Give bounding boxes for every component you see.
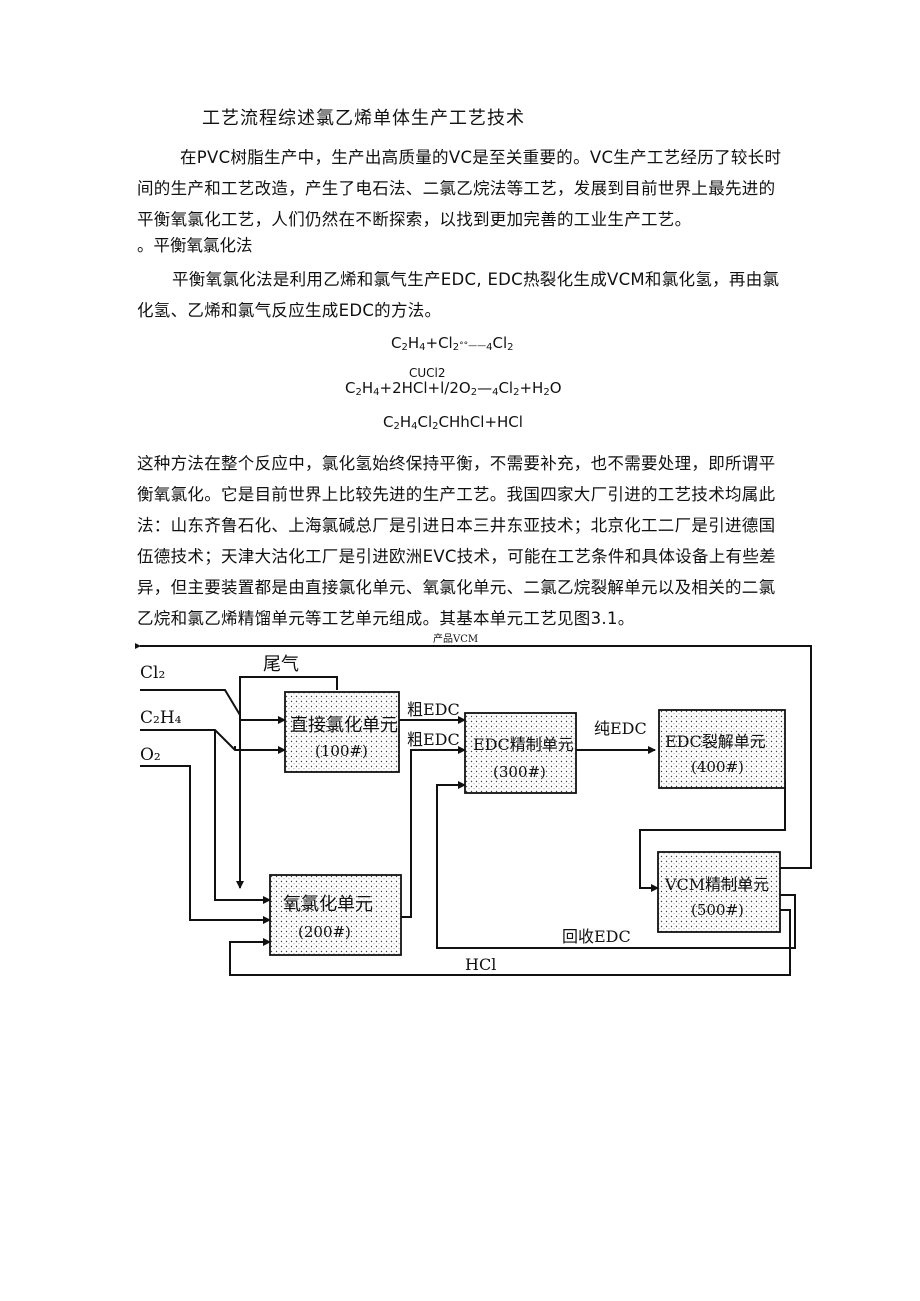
- crude-edc-label-1: 粗EDC: [407, 700, 460, 719]
- document-title: 工艺流程综述氯乙烯单体生产工艺技术: [202, 108, 525, 129]
- unit-box-edc-refining: [464, 712, 577, 794]
- unit-code-vcm-refining: (500#): [691, 901, 744, 919]
- tail-gas-label: 尾气: [263, 654, 299, 675]
- unit-name-edc-refining: EDC精制单元: [473, 735, 574, 754]
- method-description: 平衡氧氯化法是利用乙烯和氯气生产EDC, EDC热裂化生成VCM和氯化氢，再由氯…: [137, 270, 780, 320]
- process-flow-diagram: 产品VCM Cl₂ C₂H₄ O₂ 尾气 直接氯化单元 (100#) EDC精制…: [135, 632, 812, 976]
- catalyst-label: CUCl2: [409, 366, 446, 380]
- unit-name-direct-chlorination: 直接氯化单元: [290, 715, 398, 736]
- recycle-edc-label: 回收EDC: [562, 927, 631, 946]
- unit-box-edc-cracking: [658, 709, 786, 789]
- pure-edc-label: 纯EDC: [594, 719, 647, 738]
- product-vcm-line: [140, 645, 812, 869]
- unit-box-oxychlorination: [269, 874, 402, 956]
- unit-name-vcm-refining: VCM精制单元: [664, 875, 769, 894]
- input-cl2-label: Cl₂: [140, 663, 165, 683]
- unit-box-vcm-refining: [657, 851, 781, 933]
- unit-code-edc-cracking: (400#): [691, 758, 744, 776]
- closing-paragraph: 这种方法在整个反应中，氯化氢始终保持平衡，不需要补充，也不需要处理，即所谓平衡氧…: [137, 454, 776, 628]
- unit-box-direct-chlorination: [284, 691, 400, 773]
- input-c2h4-label: C₂H₄: [140, 708, 182, 728]
- product-vcm-label: 产品VCM: [433, 632, 478, 645]
- intro-paragraph: 在PVC树脂生产中，生产出高质量的VC是至关重要的。VC生产工艺经历了较长时间的…: [137, 148, 782, 229]
- unit-code-oxychlorination: (200#): [298, 923, 351, 941]
- equation-direct-chlorination: C2H4+Cl2°°——4Cl2: [391, 334, 514, 353]
- section-heading: 。平衡氧氯化法: [137, 236, 253, 255]
- input-o2-label: O₂: [140, 745, 161, 765]
- hcl-label: HCl: [465, 955, 496, 974]
- unit-code-direct-chlorination: (100#): [315, 742, 368, 760]
- unit-name-edc-cracking: EDC裂解单元: [665, 732, 766, 751]
- unit-code-edc-refining: (300#): [493, 763, 546, 781]
- crude-edc-label-2: 粗EDC: [407, 730, 460, 749]
- equation-cracking: C2H4Cl2CHhCl+HCl: [383, 413, 523, 432]
- unit-name-oxychlorination: 氧氯化单元: [283, 894, 373, 915]
- equation-oxychlorination: C2H4+2HCl+l/2O2—4Cl2+H2O: [345, 379, 562, 398]
